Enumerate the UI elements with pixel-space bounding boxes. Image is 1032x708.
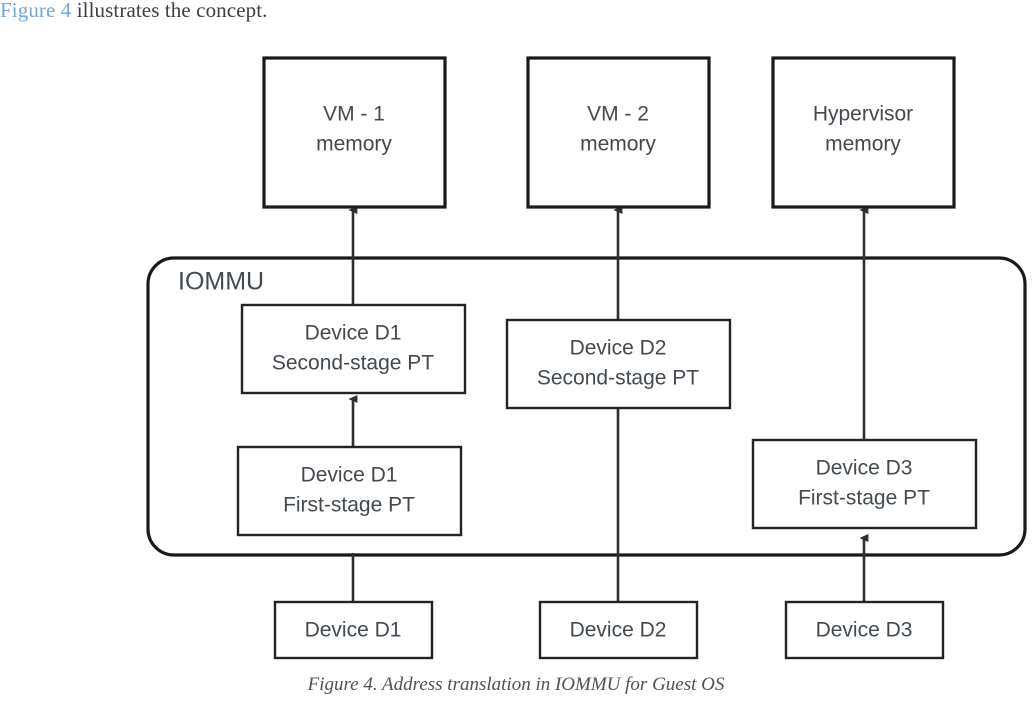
first-stage-pt-d1-rect <box>236 445 463 537</box>
first-stage-pt-d3-label-line2: First-stage PT <box>798 487 930 510</box>
hypervisor-memory-label-line2: memory <box>825 133 901 156</box>
hypervisor-memory-box[interactable]: Hypervisor memory <box>771 56 956 209</box>
figure-4-diagram: IOMMU VM - 1 memory VM - 2 memory Hyperv… <box>0 30 1032 670</box>
second-stage-pt-d2-label-line2: Second-stage PT <box>537 367 699 390</box>
device-d2-label: Device D2 <box>570 619 667 642</box>
intro-paragraph: Figure 4 illustrates the concept. <box>0 0 268 23</box>
vm2-memory-label-line1: VM - 2 <box>587 103 649 126</box>
diagram-canvas: IOMMU VM - 1 memory VM - 2 memory Hyperv… <box>146 56 1027 660</box>
first-stage-pt-d3-box[interactable]: Device D3 First-stage PT <box>751 438 978 530</box>
hypervisor-memory-box-rect <box>771 56 956 209</box>
iommu-label: IOMMU <box>178 268 264 296</box>
figure-4-link[interactable]: Figure 4 <box>0 0 72 22</box>
second-stage-pt-d2-box[interactable]: Device D2 Second-stage PT <box>505 318 732 410</box>
first-stage-pt-d1-label-line1: Device D1 <box>301 464 398 487</box>
first-stage-pt-d1-label-line2: First-stage PT <box>283 494 415 517</box>
second-stage-pt-d2-rect <box>505 318 732 410</box>
vm1-memory-label-line2: memory <box>316 133 392 156</box>
second-stage-pt-d1-box[interactable]: Device D1 Second-stage PT <box>240 303 467 395</box>
second-stage-pt-d1-label-line1: Device D1 <box>305 322 402 345</box>
second-stage-pt-d1-label-line2: Second-stage PT <box>272 352 434 375</box>
device-d1-box[interactable]: Device D1 <box>273 600 434 660</box>
vm2-memory-box[interactable]: VM - 2 memory <box>526 56 711 209</box>
hypervisor-memory-label-line1: Hypervisor <box>813 103 913 126</box>
device-d2-rect <box>538 600 699 660</box>
first-stage-pt-d1-box[interactable]: Device D1 First-stage PT <box>236 445 463 537</box>
second-stage-pt-d2-label-line1: Device D2 <box>570 337 667 360</box>
device-d3-rect <box>784 600 945 660</box>
device-d3-label: Device D3 <box>816 619 913 642</box>
first-stage-pt-d3-label-line1: Device D3 <box>816 457 913 480</box>
figure-caption: Figure 4. Address translation in IOMMU f… <box>307 674 725 695</box>
device-d2-box[interactable]: Device D2 <box>538 600 699 660</box>
vm2-memory-label-line2: memory <box>580 133 656 156</box>
intro-text: illustrates the concept. <box>71 0 268 22</box>
device-d3-box[interactable]: Device D3 <box>784 600 945 660</box>
vm2-memory-box-rect <box>526 56 711 209</box>
device-d1-rect <box>273 600 434 660</box>
vm1-memory-label-line1: VM - 1 <box>323 103 385 126</box>
vm1-memory-box[interactable]: VM - 1 memory <box>262 56 447 209</box>
second-stage-pt-d1-rect <box>240 303 467 395</box>
first-stage-pt-d3-rect <box>751 438 978 530</box>
vm1-memory-box-rect <box>262 56 447 209</box>
device-d1-label: Device D1 <box>305 619 402 642</box>
